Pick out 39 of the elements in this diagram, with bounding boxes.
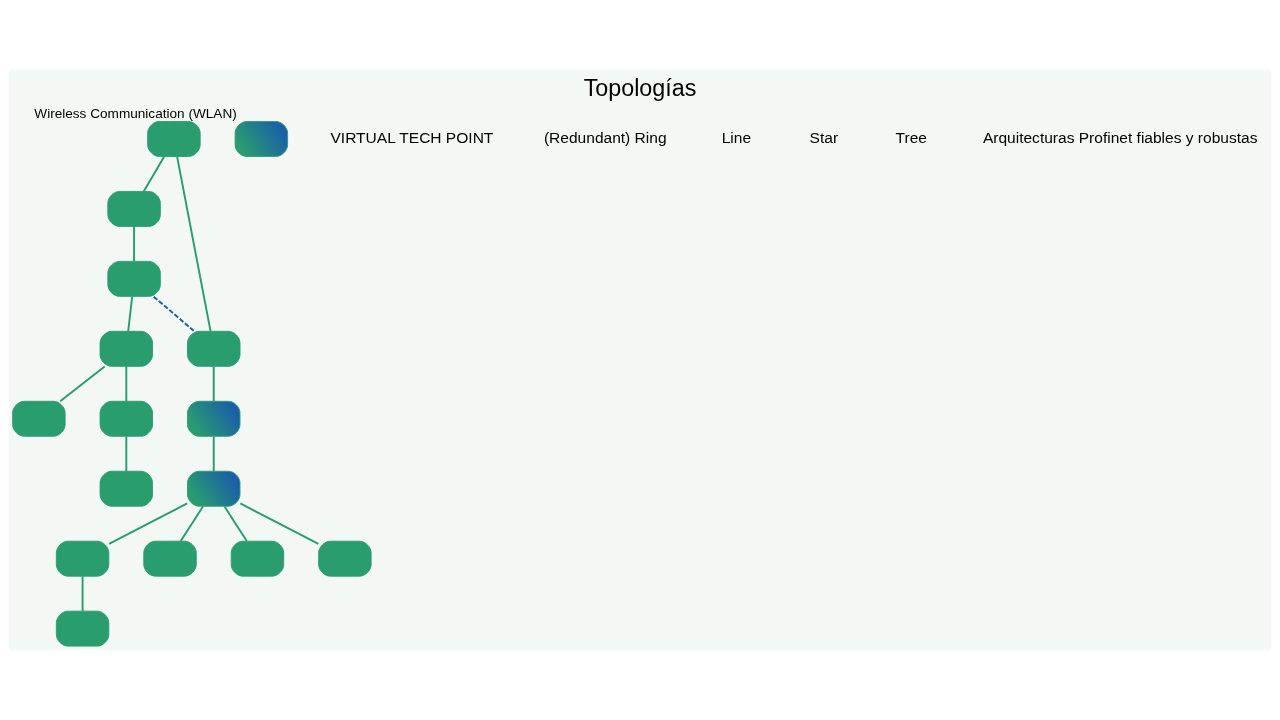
label: Arquitecturas Profinet fiables y robustas	[982, 128, 1258, 146]
connector	[179, 505, 204, 543]
connector	[125, 435, 128, 473]
node-box	[12, 400, 66, 437]
node-box	[147, 121, 201, 157]
node-box	[143, 540, 197, 577]
node-label: Wireless Communication (WLAN)	[34, 105, 237, 121]
connector	[223, 505, 248, 543]
connector	[81, 575, 84, 612]
node-box	[107, 260, 161, 297]
node-box	[99, 330, 154, 367]
connector	[239, 502, 320, 545]
connector	[59, 365, 106, 403]
connector	[212, 435, 215, 473]
label: (Redundant) Ring	[543, 128, 667, 146]
connector	[127, 295, 134, 333]
node-box	[55, 540, 110, 577]
diagram-title: Topologías	[583, 75, 697, 102]
node-box	[107, 190, 161, 227]
connector	[133, 225, 136, 263]
label: Line	[721, 128, 752, 146]
connector	[176, 155, 212, 333]
node-box	[187, 330, 241, 367]
label: VIRTUAL TECH POINT	[330, 128, 494, 146]
node-box	[99, 470, 154, 507]
node-box	[99, 400, 154, 437]
node-box	[234, 121, 289, 157]
connector	[212, 365, 215, 403]
node-box	[55, 610, 110, 647]
node-box	[187, 400, 241, 437]
node-box	[318, 540, 372, 577]
label: Star	[809, 128, 839, 146]
connector	[142, 155, 166, 193]
connector	[125, 365, 128, 403]
node-box	[187, 470, 241, 507]
connector	[108, 502, 189, 545]
node-box	[230, 540, 285, 577]
connector	[152, 295, 196, 333]
label: Tree	[895, 128, 927, 146]
